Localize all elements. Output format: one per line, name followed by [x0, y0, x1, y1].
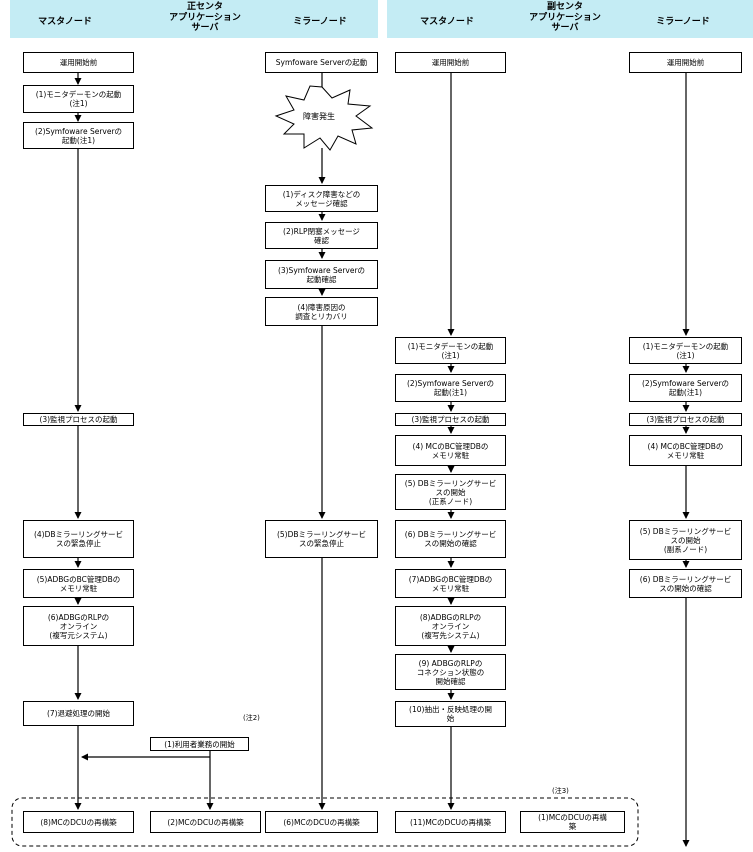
step-primary-mirror-2: (2)RLP閉塞メッセージ 確認: [265, 222, 378, 249]
step-secondary-pre: 運用開始前: [395, 52, 506, 73]
header-secondary-mirror: ミラーノード: [656, 17, 710, 27]
step-secondary-5: (5) DBミラーリングサービ スの開始 (正系ノード): [395, 474, 506, 510]
step-secondary-mirror-6: (6) DBミラーリングサービ スの開始の確認: [629, 569, 742, 598]
step-secondary-9: (9) ADBGのRLPの コネクション状態の 開始確認: [395, 654, 506, 690]
step-primary-mirror-1: (1)ディスク障害などの メッセージ確認: [265, 185, 378, 212]
step-secondary-2: (2)Symfoware Serverの 起動(注1): [395, 374, 506, 402]
step-secondary-mirror-3: (3)監視プロセスの起動: [629, 413, 742, 426]
header-secondary-center: 副センタ: [546, 2, 583, 12]
header-primary-mirror: ミラーノード: [293, 17, 347, 27]
step-secondary-1: (1)モニタデーモンの起動 (注1): [395, 337, 506, 364]
step-primary-5: (5)ADBGのBC管理DBの メモリ常駐: [23, 569, 134, 598]
note-3: (注3): [552, 787, 569, 795]
header-secondary-master: マスタノード: [420, 17, 474, 27]
step-secondary-7: (7)ADBGのBC管理DBの メモリ常駐: [395, 569, 506, 598]
step-secondary-3: (3)監視プロセスの起動: [395, 413, 506, 426]
step-primary-7: (7)退避処理の開始: [23, 701, 134, 726]
step-primary-3: (3)監視プロセスの起動: [23, 413, 134, 426]
note-2: (注2): [243, 714, 260, 722]
step-primary-mirror-3: (3)Symfoware Serverの 起動確認: [265, 260, 378, 289]
step-secondary-mirror-2: (2)Symfoware Serverの 起動(注1): [629, 374, 742, 402]
step-primary-mirror-0: Symfoware Serverの起動: [265, 52, 378, 73]
step-primary-app-2: (2)MCのDCUの再構築: [150, 811, 261, 833]
header-secondary-app: アプリケーション サーバ: [529, 13, 601, 33]
step-secondary-10: (10)抽出・反映処理の開 始: [395, 701, 506, 727]
rebuild-group-outline: [11, 797, 639, 847]
step-primary-2: (2)Symfoware Serverの 起動(注1): [23, 122, 134, 149]
step-secondary-4: (4) MCのBC管理DBの メモリ常駐: [395, 435, 506, 466]
step-primary-mirror-6: (6)MCのDCUの再構築: [265, 811, 378, 833]
step-secondary-mirror-pre: 運用開始前: [629, 52, 742, 73]
header-band-primary: [10, 0, 378, 38]
step-secondary-app-1: (1)MCのDCUの再構 築: [520, 811, 625, 833]
step-primary-8: (8)MCのDCUの再構築: [23, 811, 134, 833]
step-secondary-8: (8)ADBGのRLPの オンライン (複写先システム): [395, 606, 506, 646]
step-secondary-mirror-5: (5) DBミラーリングサービ スの開始 (副系ノード): [629, 520, 742, 560]
step-secondary-11: (11)MCのDCUの再構築: [395, 811, 506, 833]
step-primary-1: (1)モニタデーモンの起動 (注1): [23, 85, 134, 113]
header-primary-master: マスタノード: [38, 17, 92, 27]
header-band-secondary: [387, 0, 753, 38]
step-primary-mirror-4: (4)障害原因の 調査とリカバリ: [265, 297, 378, 326]
step-primary-6: (6)ADBGのRLPの オンライン (複写元システム): [23, 606, 134, 646]
header-primary-center: 正センタ: [186, 2, 223, 12]
failure-burst-shape: [274, 85, 374, 151]
failure-burst-label: 障害発生: [303, 112, 335, 121]
step-secondary-mirror-1: (1)モニタデーモンの起動 (注1): [629, 337, 742, 364]
step-primary-mirror-5: (5)DBミラーリングサービ スの緊急停止: [265, 520, 378, 558]
step-primary-pre: 運用開始前: [23, 52, 134, 73]
step-primary-4: (4)DBミラーリングサービ スの緊急停止: [23, 520, 134, 558]
step-secondary-mirror-4: (4) MCのBC管理DBの メモリ常駐: [629, 435, 742, 466]
step-primary-app-1: (1)利用者業務の開始: [150, 737, 249, 751]
step-secondary-6: (6) DBミラーリングサービ スの開始の確認: [395, 520, 506, 558]
header-primary-app: アプリケーション サーバ: [169, 13, 241, 33]
